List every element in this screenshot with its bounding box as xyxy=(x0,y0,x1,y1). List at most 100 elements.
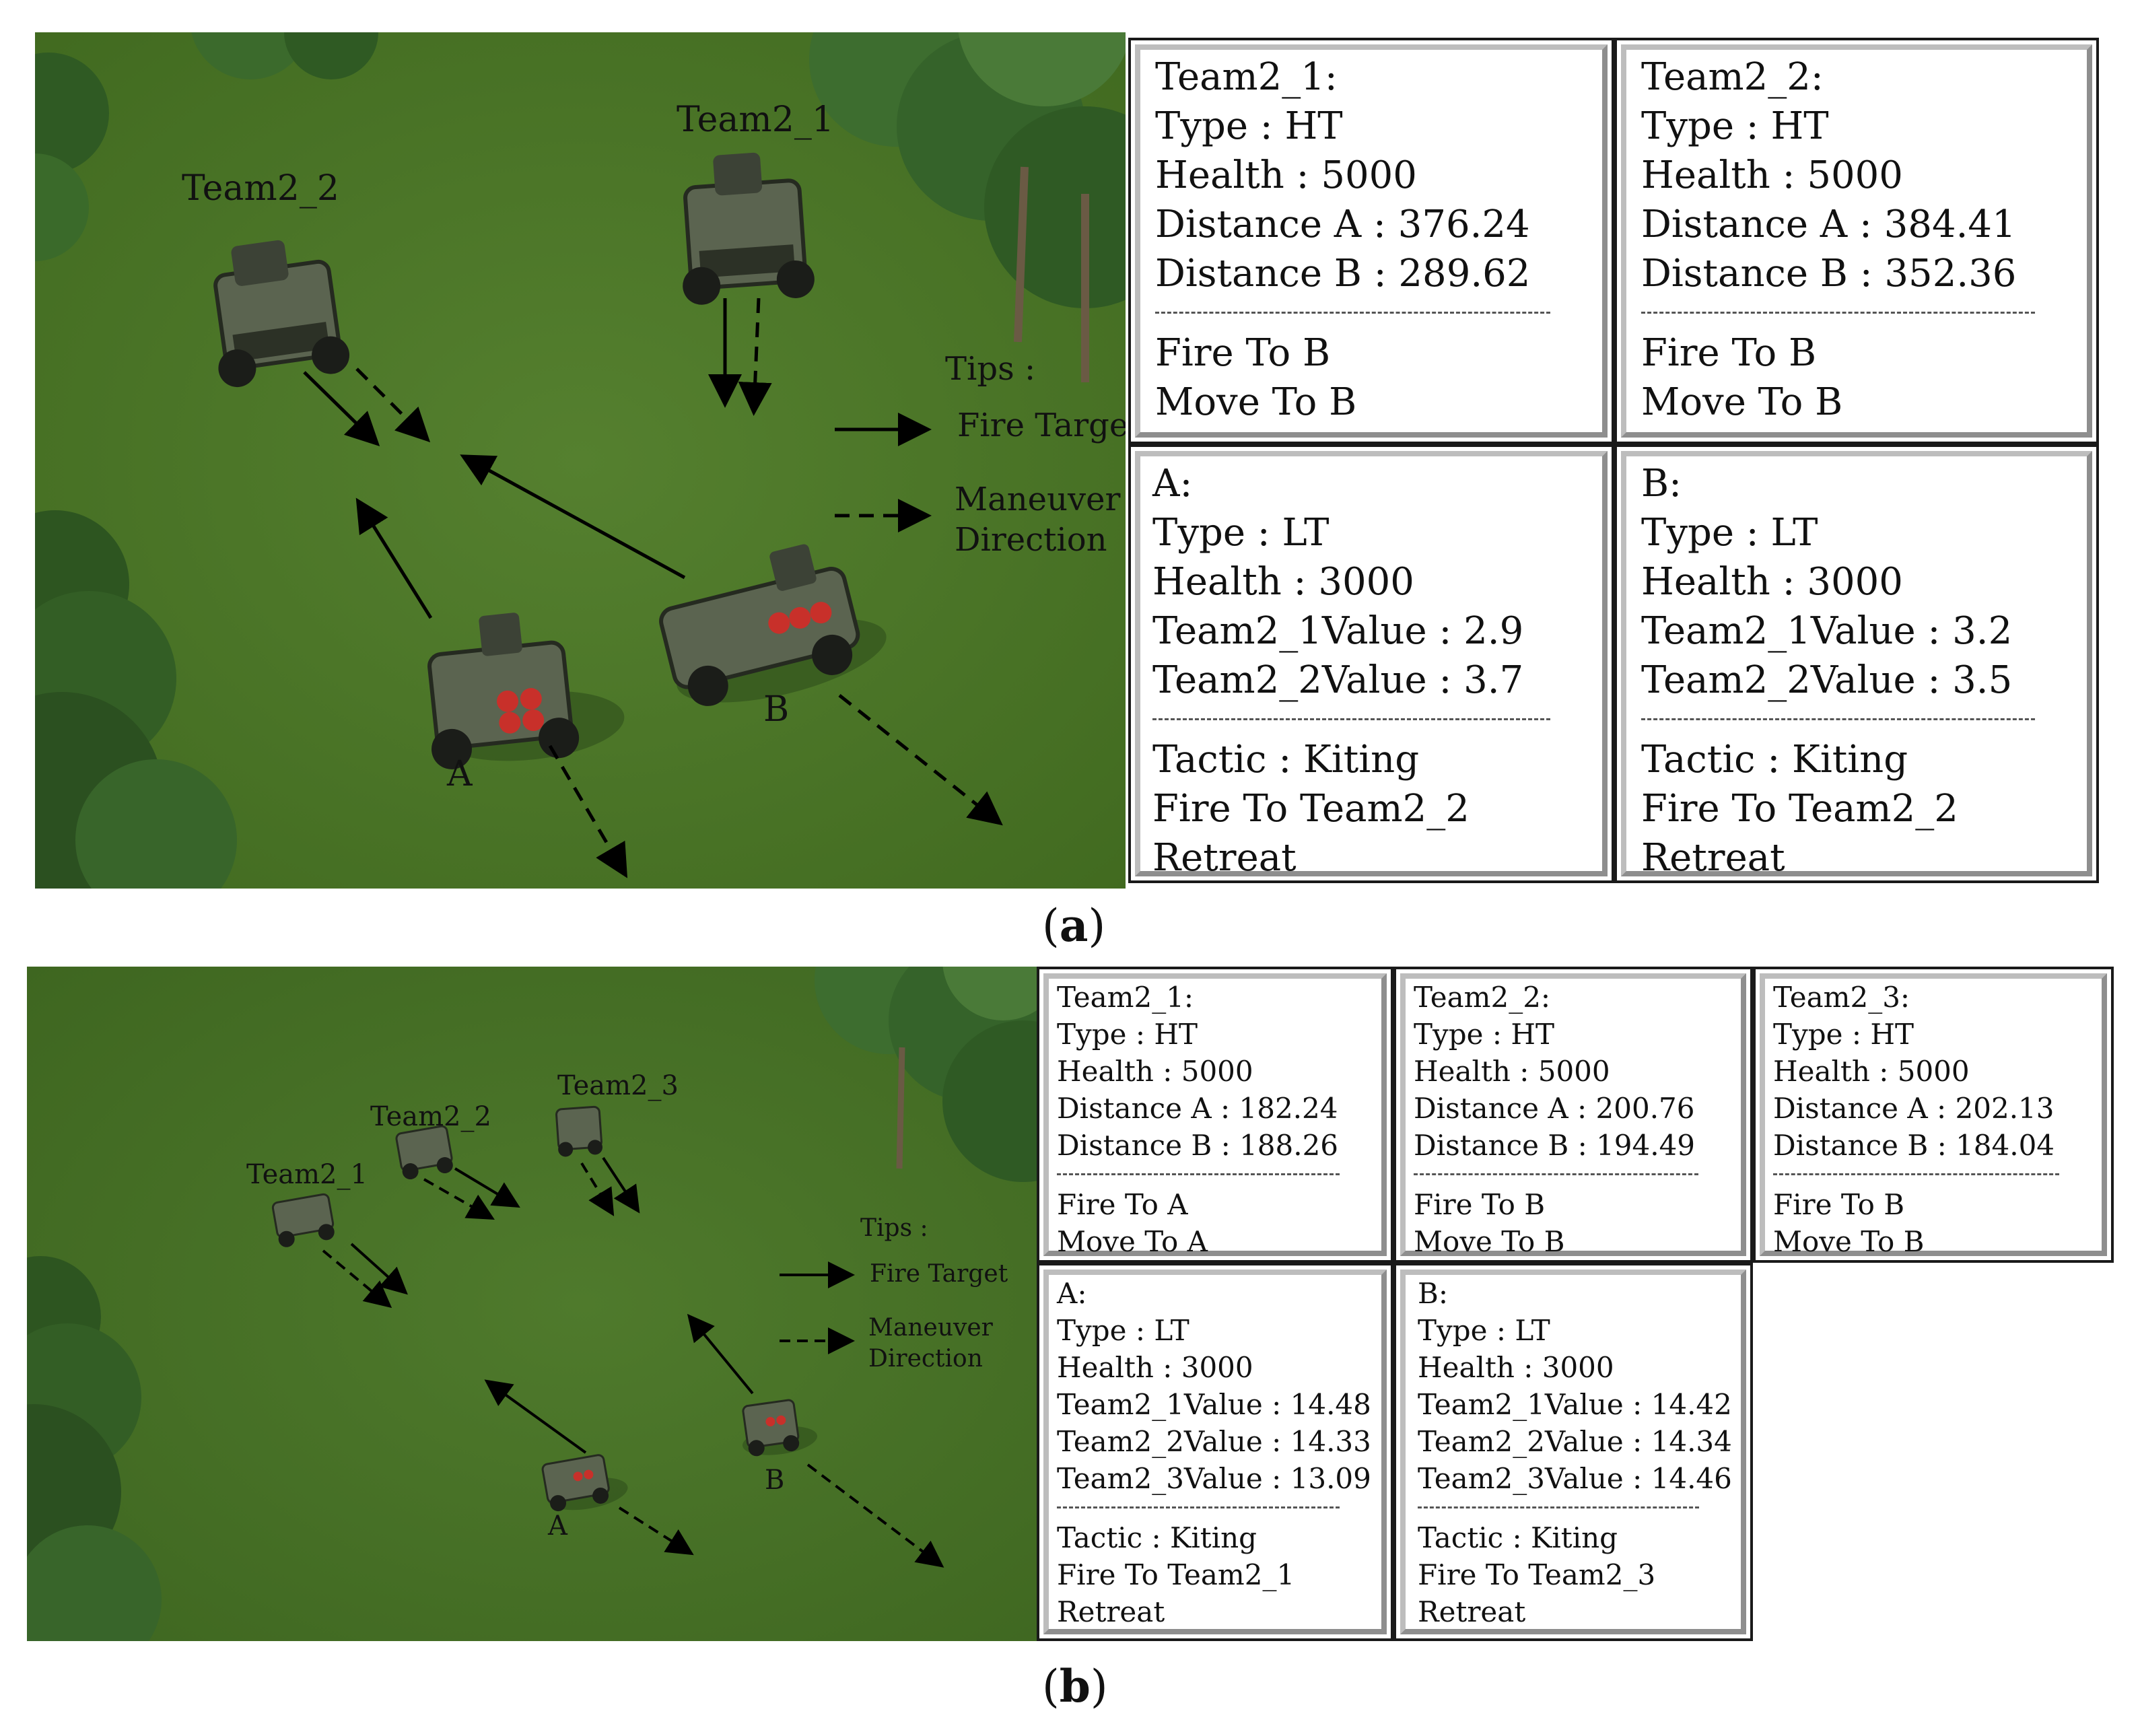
panel-action: Fire To B xyxy=(1641,331,1817,375)
label-unit-a: A xyxy=(548,1511,567,1541)
panel-action: Retreat xyxy=(1418,1595,1526,1628)
panel-text: A: Type : LT Health : 3000 Team2_1Value … xyxy=(1057,1275,1371,1630)
caption-letter: b xyxy=(1059,1660,1091,1712)
label-unit-a: A xyxy=(447,754,473,794)
arrow-b-fire xyxy=(687,1313,754,1395)
separator xyxy=(1641,312,2036,314)
legend-maneuver-label-2: Direction xyxy=(868,1345,983,1373)
panel-action: Fire To Team2_2 xyxy=(1641,787,1958,831)
panel-a-unit-b: B: Type : LT Health : 3000 Team2_1Value … xyxy=(1614,444,2099,883)
panel-b-unit-b: B: Type : LT Health : 3000 Team2_1Value … xyxy=(1393,1263,1753,1641)
panel-line: Distance B : 184.04 xyxy=(1773,1129,2055,1162)
panel-action: Fire To A xyxy=(1057,1188,1188,1221)
panel-bevel xyxy=(1135,44,1608,438)
panel-line: Distance A : 376.24 xyxy=(1155,203,1530,246)
arrow-team2-1-fire xyxy=(350,1243,408,1295)
label-unit-b: B xyxy=(763,689,790,730)
arrow-team2-1-move xyxy=(322,1249,392,1309)
panel-line: Team2_1: xyxy=(1155,55,1338,99)
tree-trunks xyxy=(896,1047,905,1169)
vehicle-unit-a[interactable] xyxy=(541,1451,630,1516)
panel-line: Health : 5000 xyxy=(1057,1055,1253,1088)
panel-action: Tactic : Kiting xyxy=(1152,738,1420,782)
panel-line: Health : 5000 xyxy=(1414,1055,1610,1088)
panel-line: Type : HT xyxy=(1057,1018,1198,1051)
separator xyxy=(1057,1506,1340,1508)
panel-b-team2-1: Team2_1: Type : HT Health : 5000 Distanc… xyxy=(1037,967,1393,1263)
vehicle-unit-a[interactable] xyxy=(418,602,628,771)
fire-target-arrows xyxy=(350,1156,855,1454)
panel-line: Team2_2Value : 3.7 xyxy=(1152,658,1524,702)
panel-action: Fire To Team2_2 xyxy=(1152,787,1470,831)
panel-text: Team2_1: Type : HT Health : 5000 Distanc… xyxy=(1155,53,1585,427)
panel-bevel xyxy=(1135,451,1608,876)
panel-bevel xyxy=(1621,44,2092,438)
scene-b-svg xyxy=(27,967,1037,1641)
panel-line: A: xyxy=(1152,462,1193,506)
caption-open: ( xyxy=(1042,900,1060,952)
maneuver-arrows xyxy=(355,298,1003,878)
separator xyxy=(1773,1173,2060,1175)
panel-action: Tactic : Kiting xyxy=(1641,738,1908,782)
vehicle-team2-2[interactable] xyxy=(202,232,352,389)
vehicle-team2-3[interactable] xyxy=(555,1105,603,1157)
arrow-a-move xyxy=(618,1506,694,1556)
label-team2-3: Team2_3 xyxy=(557,1070,679,1101)
panel-text: Team2_3: Type : HT Health : 5000 Distanc… xyxy=(1773,979,2084,1260)
panel-text: A: Type : LT Health : 3000 Team2_1Value … xyxy=(1152,459,1585,880)
panel-line: Team2_2Value : 3.5 xyxy=(1641,658,2013,702)
panel-line: Type : HT xyxy=(1155,104,1343,148)
panel-action: Move To B xyxy=(1414,1225,1565,1258)
panel-bevel xyxy=(1043,1270,1387,1634)
tree-cluster-left xyxy=(35,53,237,889)
legend-fire-label: Fire Target xyxy=(870,1260,1008,1288)
panel-action: Fire To Team2_1 xyxy=(1057,1558,1295,1591)
panel-line: Distance B : 194.49 xyxy=(1414,1129,1696,1162)
legend-maneuver-label-2: Direction xyxy=(955,521,1107,559)
panel-line: Team2_2: xyxy=(1641,55,1824,99)
panel-line: Health : 5000 xyxy=(1155,153,1417,197)
panel-line: Team2_2Value : 14.34 xyxy=(1418,1425,1732,1458)
vehicle-team2-1[interactable] xyxy=(271,1193,336,1249)
panel-text: Team2_2: Type : HT Health : 5000 Distanc… xyxy=(1414,979,1723,1260)
panel-action: Retreat xyxy=(1641,836,1785,880)
arrow-a-fire xyxy=(355,497,433,619)
panel-text: B: Type : LT Health : 3000 Team2_1Value … xyxy=(1418,1275,1732,1630)
panel-b-team2-3: Team2_3: Type : HT Health : 5000 Distanc… xyxy=(1753,967,2114,1263)
panel-line: Distance B : 188.26 xyxy=(1057,1129,1339,1162)
panel-line: Team2_1Value : 14.42 xyxy=(1418,1388,1732,1421)
panel-action: Fire To B xyxy=(1414,1188,1546,1221)
panel-line: Team2_1Value : 3.2 xyxy=(1641,609,2013,653)
label-team2-1: Team2_1 xyxy=(246,1159,368,1190)
separator xyxy=(1152,718,1550,720)
panel-line: B: xyxy=(1641,462,1682,506)
panel-bevel xyxy=(1760,973,2107,1256)
separator xyxy=(1414,1173,1699,1175)
panel-line: Health : 5000 xyxy=(1641,153,1903,197)
panel-line: Distance A : 200.76 xyxy=(1414,1092,1695,1125)
panel-line: Type : LT xyxy=(1057,1314,1189,1347)
panel-line: Type : LT xyxy=(1418,1314,1550,1347)
scene-b-battlefield: Team2_1 Team2_2 Team2_3 A B Tips : Fire … xyxy=(27,967,1037,1641)
vehicle-team2-1[interactable] xyxy=(674,149,816,306)
panel-action: Move To A xyxy=(1057,1225,1208,1258)
arrow-a-move xyxy=(548,744,628,878)
panel-b-unit-a: A: Type : LT Health : 3000 Team2_1Value … xyxy=(1037,1263,1393,1641)
panel-line: B: xyxy=(1418,1277,1449,1310)
vehicle-unit-b[interactable] xyxy=(737,1397,819,1459)
panel-action: Tactic : Kiting xyxy=(1418,1521,1618,1554)
panel-bevel xyxy=(1043,973,1387,1256)
vehicle-unit-b[interactable] xyxy=(651,530,894,719)
panel-action: Move To B xyxy=(1641,380,1843,424)
panel-line: Team2_2: xyxy=(1414,981,1551,1014)
panel-line: Distance A : 202.13 xyxy=(1773,1092,2055,1125)
panel-action: Fire To B xyxy=(1773,1188,1905,1221)
label-team2-2: Team2_2 xyxy=(370,1101,491,1132)
panel-bevel xyxy=(1621,451,2092,876)
panel-line: A: xyxy=(1057,1277,1087,1310)
panel-bevel xyxy=(1400,1270,1746,1634)
panel-line: Type : HT xyxy=(1414,1018,1554,1051)
panel-line: Type : LT xyxy=(1641,511,1818,555)
arrow-team2-3-fire xyxy=(602,1156,640,1214)
vehicle-team2-2[interactable] xyxy=(395,1125,454,1181)
